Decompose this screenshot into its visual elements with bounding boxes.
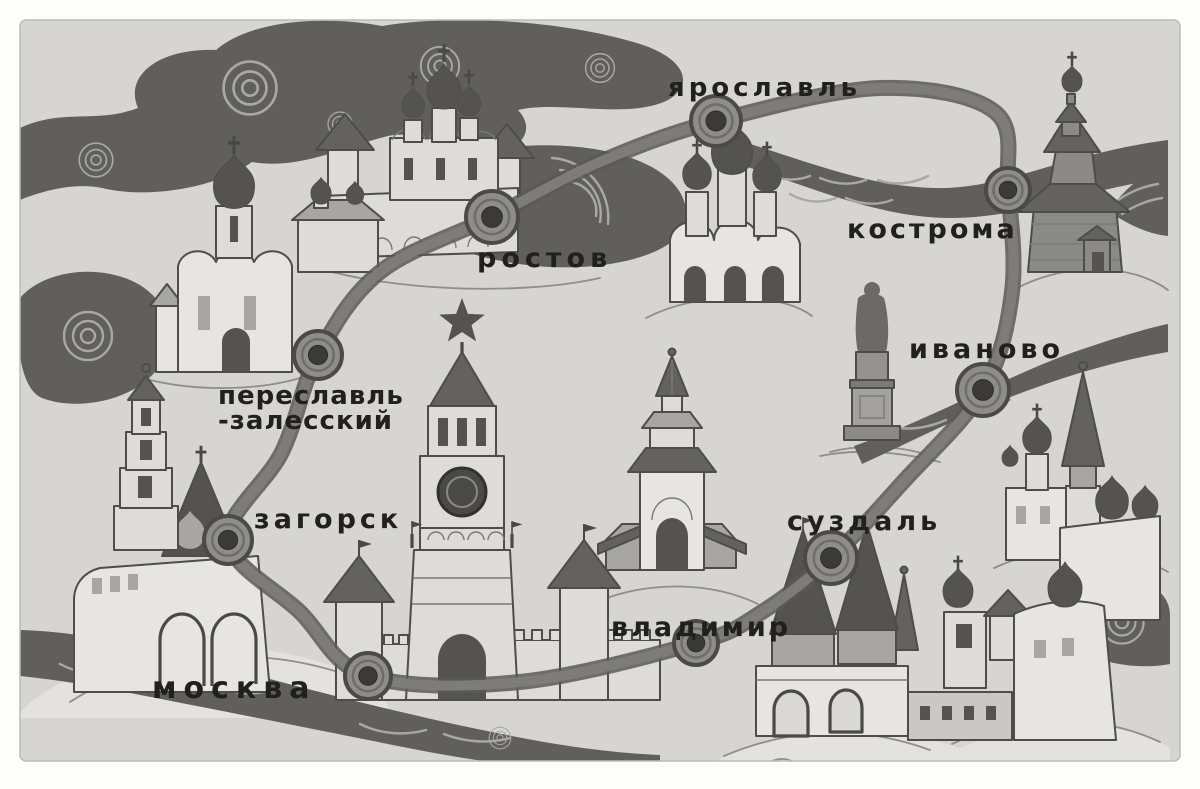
city-labels: москва загорск переславль-залесский ростов я… [152,73,1064,706]
marker-zagorsk[interactable] [202,514,254,566]
label-pereslavl: переславль-залесский [218,381,404,436]
label-moskva: москва [152,671,317,706]
city-markers [202,94,1032,701]
label-zagorsk: загорск [254,504,402,535]
label-vladimir: владимир [611,612,791,643]
marker-pereslavl[interactable] [292,329,344,381]
marker-ivanovo[interactable] [955,362,1011,418]
marker-yaroslavl[interactable] [689,94,743,148]
spire-church-illustration [1001,361,1105,561]
marker-rostov[interactable] [464,189,520,245]
marker-vladimir[interactable] [672,619,720,667]
marker-kostroma[interactable] [984,166,1032,214]
map-frame [19,19,1181,762]
lake-pleshcheyevo [20,271,169,404]
label-suzdal: суздаль [787,506,941,537]
suzdal-ensemble-illustration [755,475,1161,741]
yaroslavl-church-illustration [668,102,801,303]
marker-moskva[interactable] [343,651,393,701]
label-kostroma: кострома [847,214,1018,245]
river-top-left [20,20,684,200]
pereslavl-church-illustration [149,134,385,373]
route-line [219,79,1022,694]
kostroma-wooden-church-illustration [1017,50,1131,273]
vladimir-gate-illustration [597,347,747,571]
label-yaroslavl: ярославль [668,73,861,103]
ivanovo-monument-illustration [843,282,901,441]
label-rostov: ростов [477,243,612,274]
marker-suzdal[interactable] [803,530,859,586]
label-ivanovo: иваново [909,334,1064,365]
zagorsk-monastery-illustration [73,363,271,693]
